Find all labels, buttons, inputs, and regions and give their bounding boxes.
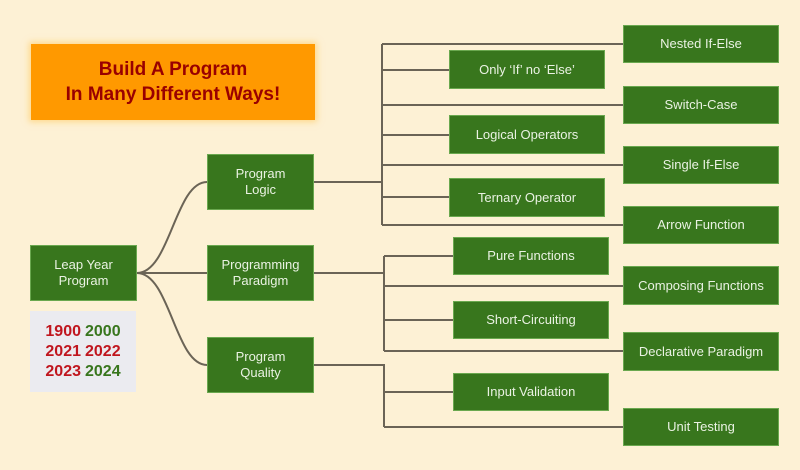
node-program-quality[interactable]: Program Quality <box>207 337 314 393</box>
connector-root-to-logic <box>136 181 208 274</box>
year-2023: 2023 <box>45 362 81 380</box>
node-nested-if-else[interactable]: Nested If-Else <box>623 25 779 63</box>
title-line-1: Build A Program <box>98 59 248 80</box>
node-switch-case[interactable]: Switch-Case <box>623 86 779 124</box>
node-program-logic[interactable]: Program Logic <box>207 154 314 210</box>
node-declarative-paradigm[interactable]: Declarative Paradigm <box>623 332 779 371</box>
year-2021: 2021 <box>45 342 81 360</box>
title-line-2: In Many Different Ways! <box>65 84 281 105</box>
year-2000: 2000 <box>85 322 121 340</box>
title-banner: Build A Program In Many Different Ways! <box>31 44 315 120</box>
connector-quality-trunk <box>314 364 385 427</box>
node-composing-functions[interactable]: Composing Functions <box>623 266 779 305</box>
year-2022: 2022 <box>85 342 121 360</box>
node-short-circuiting[interactable]: Short-Circuiting <box>453 301 609 339</box>
node-input-validation[interactable]: Input Validation <box>453 373 609 411</box>
node-unit-testing[interactable]: Unit Testing <box>623 408 779 446</box>
node-leap-year-program[interactable]: Leap Year Program <box>30 245 137 301</box>
node-logical-operators[interactable]: Logical Operators <box>449 115 605 154</box>
year-2024: 2024 <box>85 362 121 380</box>
node-arrow-function[interactable]: Arrow Function <box>623 206 779 244</box>
node-only-if-no-else[interactable]: Only ‘If’ no ‘Else’ <box>449 50 605 89</box>
node-ternary-operator[interactable]: Ternary Operator <box>449 178 605 217</box>
node-single-if-else[interactable]: Single If-Else <box>623 146 779 184</box>
node-programming-paradigm[interactable]: Programming Paradigm <box>207 245 314 301</box>
connector-root-to-quality <box>136 272 208 366</box>
year-1900: 1900 <box>45 322 81 340</box>
node-pure-functions[interactable]: Pure Functions <box>453 237 609 275</box>
